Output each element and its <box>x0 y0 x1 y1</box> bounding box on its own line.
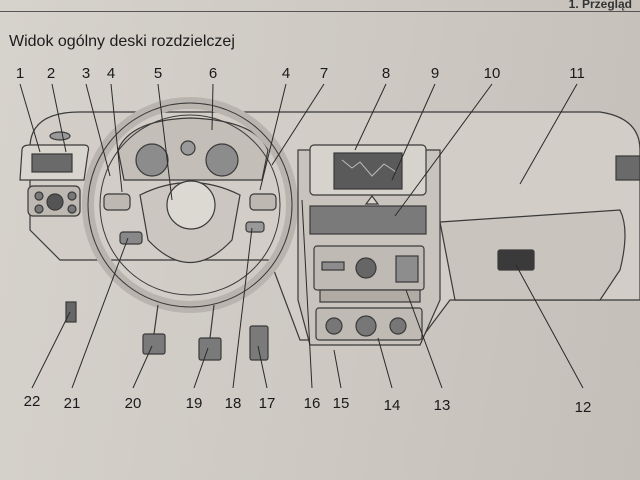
climate-knob-right <box>389 317 407 335</box>
callout-top-2: 2 <box>46 65 56 82</box>
callout-bottom-16: 16 <box>303 395 321 412</box>
callout-bottom-15: 15 <box>332 395 350 412</box>
climate-knob-center <box>355 315 377 337</box>
callout-bottom-18: 18 <box>224 395 242 412</box>
callout-bottom-14: 14 <box>383 397 401 414</box>
callout-top-10: 10 <box>483 65 501 82</box>
callout-top-3: 3 <box>81 65 91 82</box>
hood-release <box>65 301 77 323</box>
callout-top-7: 7 <box>319 65 329 82</box>
callout-bottom-19: 19 <box>185 395 203 412</box>
tachometer <box>205 143 239 177</box>
callout-bottom-20: 20 <box>124 395 142 412</box>
glovebox-handle <box>497 249 535 271</box>
callout-top-9: 9 <box>430 65 440 82</box>
right-stalk <box>245 221 265 233</box>
climate-knob-left <box>325 317 343 335</box>
callout-bottom-12: 12 <box>574 399 592 416</box>
brake-pedal <box>198 337 222 361</box>
horn-pad <box>166 180 216 230</box>
callout-top-11: 11 <box>569 65 585 82</box>
left-vent <box>31 153 73 173</box>
accelerator-pedal <box>249 325 269 361</box>
header-rule <box>0 11 640 12</box>
callout-bottom-13: 13 <box>433 397 451 414</box>
callout-bottom-22: 22 <box>23 393 41 410</box>
right-vent <box>615 155 640 181</box>
radio-knob <box>355 257 377 279</box>
page-header-corner: 1. Przegląd <box>568 0 632 11</box>
media-buttons <box>319 289 421 303</box>
callout-top-4b: 4 <box>281 65 291 82</box>
left-stalk <box>119 231 143 245</box>
callout-top-1: 1 <box>15 65 25 82</box>
hazard-button <box>364 195 380 205</box>
speedometer <box>135 143 169 177</box>
leader-lines <box>19 83 584 389</box>
clutch-pedal <box>142 333 166 355</box>
callout-bottom-21: 21 <box>63 395 81 412</box>
left-speaker <box>49 131 71 141</box>
callout-top-8: 8 <box>381 65 391 82</box>
callout-top-6: 6 <box>208 65 218 82</box>
callout-top-5: 5 <box>153 65 163 82</box>
callout-top-4: 4 <box>106 65 116 82</box>
callout-bottom-17: 17 <box>258 395 276 412</box>
page-title: Widok ogólny deski rozdzielczej <box>9 33 235 50</box>
center-vents <box>309 205 427 235</box>
light-knob <box>46 193 64 211</box>
